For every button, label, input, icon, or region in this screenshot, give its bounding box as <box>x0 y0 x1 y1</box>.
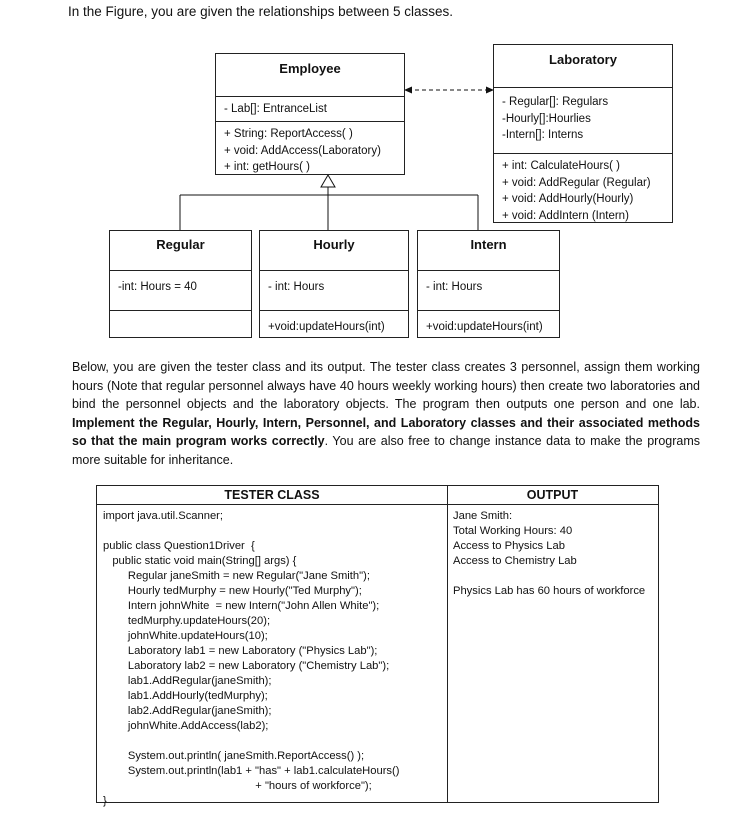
employee-class-box: Employee - Lab[]: EntranceList + String:… <box>215 53 405 175</box>
code-line: + "hours of workforce"); <box>103 780 372 792</box>
tester-header: TESTER CLASS <box>97 486 447 505</box>
output-line: Physics Lab has 60 hours of workforce <box>453 585 646 597</box>
laboratory-method: + void: AddIntern (Intern) <box>502 209 629 222</box>
regular-attributes: -int: Hours = 40 <box>110 270 251 310</box>
code-line: Laboratory lab1 = new Laboratory ("Physi… <box>103 645 378 657</box>
output-line: Jane Smith: <box>453 510 513 522</box>
code-line: public class Question1Driver { <box>103 540 255 552</box>
output-line: Total Working Hours: 40 <box>453 525 573 537</box>
instructions-text-end: . You are also free to change instance d… <box>72 434 700 467</box>
employee-attributes: - Lab[]: EntranceList <box>216 96 404 121</box>
hourly-attr: - int: Hours <box>268 281 325 293</box>
intern-class-box: Intern - int: Hours +void:updateHours(in… <box>417 230 560 338</box>
tester-column: TESTER CLASS import java.util.Scanner; p… <box>97 486 448 807</box>
laboratory-attributes: - Regular[]: Regulars -Hourly[]:Hourlies… <box>494 87 672 153</box>
intern-attributes: - int: Hours <box>418 270 559 310</box>
laboratory-method: + int: CalculateHours( ) <box>502 160 620 172</box>
regular-attr: -int: Hours = 40 <box>118 281 197 293</box>
code-line: Regular janeSmith = new Regular("Jane Sm… <box>103 570 370 582</box>
code-line <box>103 734 447 749</box>
regular-methods <box>110 310 251 349</box>
code-line: System.out.println( janeSmith.ReportAcce… <box>103 750 365 762</box>
output-line: Access to Chemistry Lab <box>453 555 577 567</box>
hourly-class-name: Hourly <box>313 237 355 252</box>
instructions-text: Below, you are given the tester class an… <box>72 360 700 412</box>
code-line: johnWhite.updateHours(10); <box>103 630 268 642</box>
intern-methods: +void:updateHours(int) <box>418 310 559 349</box>
code-line: } <box>103 795 107 807</box>
laboratory-attr: -Intern[]: Interns <box>502 129 584 141</box>
regular-class-box: Regular -int: Hours = 40 <box>109 230 252 338</box>
intern-method: +void:updateHours(int) <box>426 321 543 333</box>
hourly-method: +void:updateHours(int) <box>268 321 385 333</box>
code-line: Intern johnWhite = new Intern("John Alle… <box>103 600 380 612</box>
tester-code: import java.util.Scanner; public class Q… <box>97 505 447 809</box>
code-line: import java.util.Scanner; <box>103 510 224 522</box>
employee-method: + int: getHours( ) <box>224 161 310 173</box>
code-line: johnWhite.AddAccess(lab2); <box>103 720 269 732</box>
intro-text: In the Figure, you are given the relatio… <box>68 4 453 19</box>
code-line: lab2.AddRegular(janeSmith); <box>103 705 272 717</box>
output-column: OUTPUT Jane Smith: Total Working Hours: 4… <box>447 486 658 802</box>
employee-class-name: Employee <box>279 61 341 76</box>
code-line: tedMurphy.updateHours(20); <box>103 615 271 627</box>
intern-attr: - int: Hours <box>426 281 483 293</box>
employee-attr: - Lab[]: EntranceList <box>224 103 327 115</box>
code-line: lab1.AddRegular(janeSmith); <box>103 675 272 687</box>
output-header: OUTPUT <box>447 486 658 505</box>
output-text: Jane Smith: Total Working Hours: 40 Access… <box>447 505 658 599</box>
hourly-attributes: - int: Hours <box>260 270 408 310</box>
laboratory-methods: + int: CalculateHours( ) + void: AddRegu… <box>494 153 672 228</box>
code-line <box>103 524 447 539</box>
tester-output-table: TESTER CLASS import java.util.Scanner; p… <box>96 485 659 807</box>
laboratory-method: + void: AddHourly(Hourly) <box>502 193 634 205</box>
employee-method: + String: ReportAccess( ) <box>224 128 353 140</box>
employee-method: + void: AddAccess(Laboratory) <box>224 144 381 157</box>
laboratory-attr: -Hourly[]:Hourlies <box>502 112 591 125</box>
hourly-class-box: Hourly - int: Hours +void:updateHours(in… <box>259 230 409 338</box>
laboratory-class-box: Laboratory - Regular[]: Regulars -Hourly… <box>493 44 673 223</box>
output-line: Access to Physics Lab <box>453 540 565 552</box>
output-line <box>453 569 658 584</box>
code-line: Hourly tedMurphy = new Hourly("Ted Murph… <box>103 585 362 597</box>
code-line: System.out.println(lab1 + "has" + lab1.c… <box>103 765 400 777</box>
hourly-methods: +void:updateHours(int) <box>260 310 408 349</box>
instructions-bold-text: Implement the Regular, Hourly, Intern, P… <box>72 415 700 449</box>
laboratory-attr: - Regular[]: Regulars <box>502 96 609 108</box>
code-line: public static void main(String[] args) { <box>103 555 297 567</box>
laboratory-method: + void: AddRegular (Regular) <box>502 176 651 189</box>
employee-methods: + String: ReportAccess( ) + void: AddAcc… <box>216 121 404 180</box>
intern-class-name: Intern <box>470 237 507 252</box>
instructions-paragraph: Below, you are given the tester class an… <box>72 358 700 470</box>
code-line: lab1.AddHourly(tedMurphy); <box>103 690 268 702</box>
code-line: Laboratory lab2 = new Laboratory ("Chemi… <box>103 660 390 672</box>
laboratory-class-name: Laboratory <box>549 52 617 67</box>
regular-class-name: Regular <box>156 237 205 252</box>
